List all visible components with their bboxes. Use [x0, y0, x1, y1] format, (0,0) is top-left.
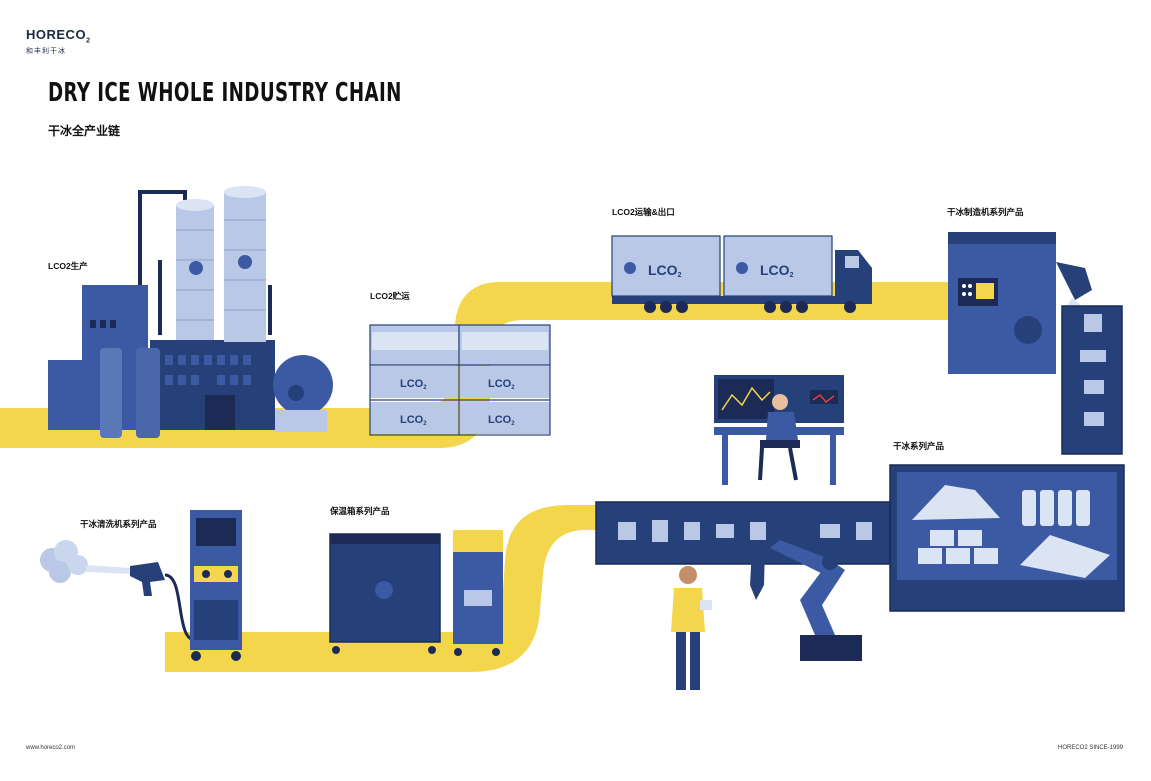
dry-ice-products-display — [889, 464, 1125, 612]
footer-since: HORECO2 SINCE-1999 — [1058, 745, 1124, 751]
label-cleaning-machines: 干冰清洗机系列产品 — [80, 519, 157, 529]
label-lco2-production: LCO2生产 — [48, 261, 88, 271]
conveyor-belt — [595, 501, 891, 565]
page-title: DRY ICE WHOLE INDUSTRY CHAIN — [48, 78, 402, 108]
svg-text:LCO2: LCO2 — [488, 414, 515, 427]
dry-ice-machine — [948, 232, 1123, 455]
svg-text:LCO2: LCO2 — [400, 414, 427, 427]
svg-text:LCO2: LCO2 — [400, 378, 427, 391]
footer-url: www.horeco2.com — [26, 745, 76, 751]
label-lco2-transport: LCO2运输&出口 — [612, 207, 675, 217]
svg-text:LCO2: LCO2 — [760, 262, 794, 279]
stacked-containers: LCO2 LCO2 LCO2 LCO2 — [369, 324, 551, 436]
page-subtitle: 干冰全产业链 — [48, 124, 121, 138]
insulated-boxes — [329, 530, 503, 656]
brand-logo: HORECO2 和丰利干冰 — [26, 27, 90, 56]
brand-subtitle: 和丰利干冰 — [26, 47, 66, 55]
label-dry-ice-products: 干冰系列产品 — [893, 441, 945, 451]
svg-text:LCO2: LCO2 — [648, 262, 682, 279]
label-lco2-storage: LCO2贮运 — [370, 291, 410, 301]
control-desk — [714, 375, 844, 485]
label-insulated-boxes: 保温箱系列产品 — [330, 506, 390, 516]
factory — [48, 186, 333, 438]
cleaning-machine — [40, 510, 242, 661]
brand-name: HORECO2 — [26, 27, 91, 45]
robot-arm — [750, 540, 862, 661]
label-dry-ice-machines: 干冰制造机系列产品 — [947, 207, 1024, 217]
tank-truck: LCO2 LCO2 — [611, 235, 872, 313]
worker — [671, 566, 712, 690]
svg-text:LCO2: LCO2 — [488, 378, 515, 391]
